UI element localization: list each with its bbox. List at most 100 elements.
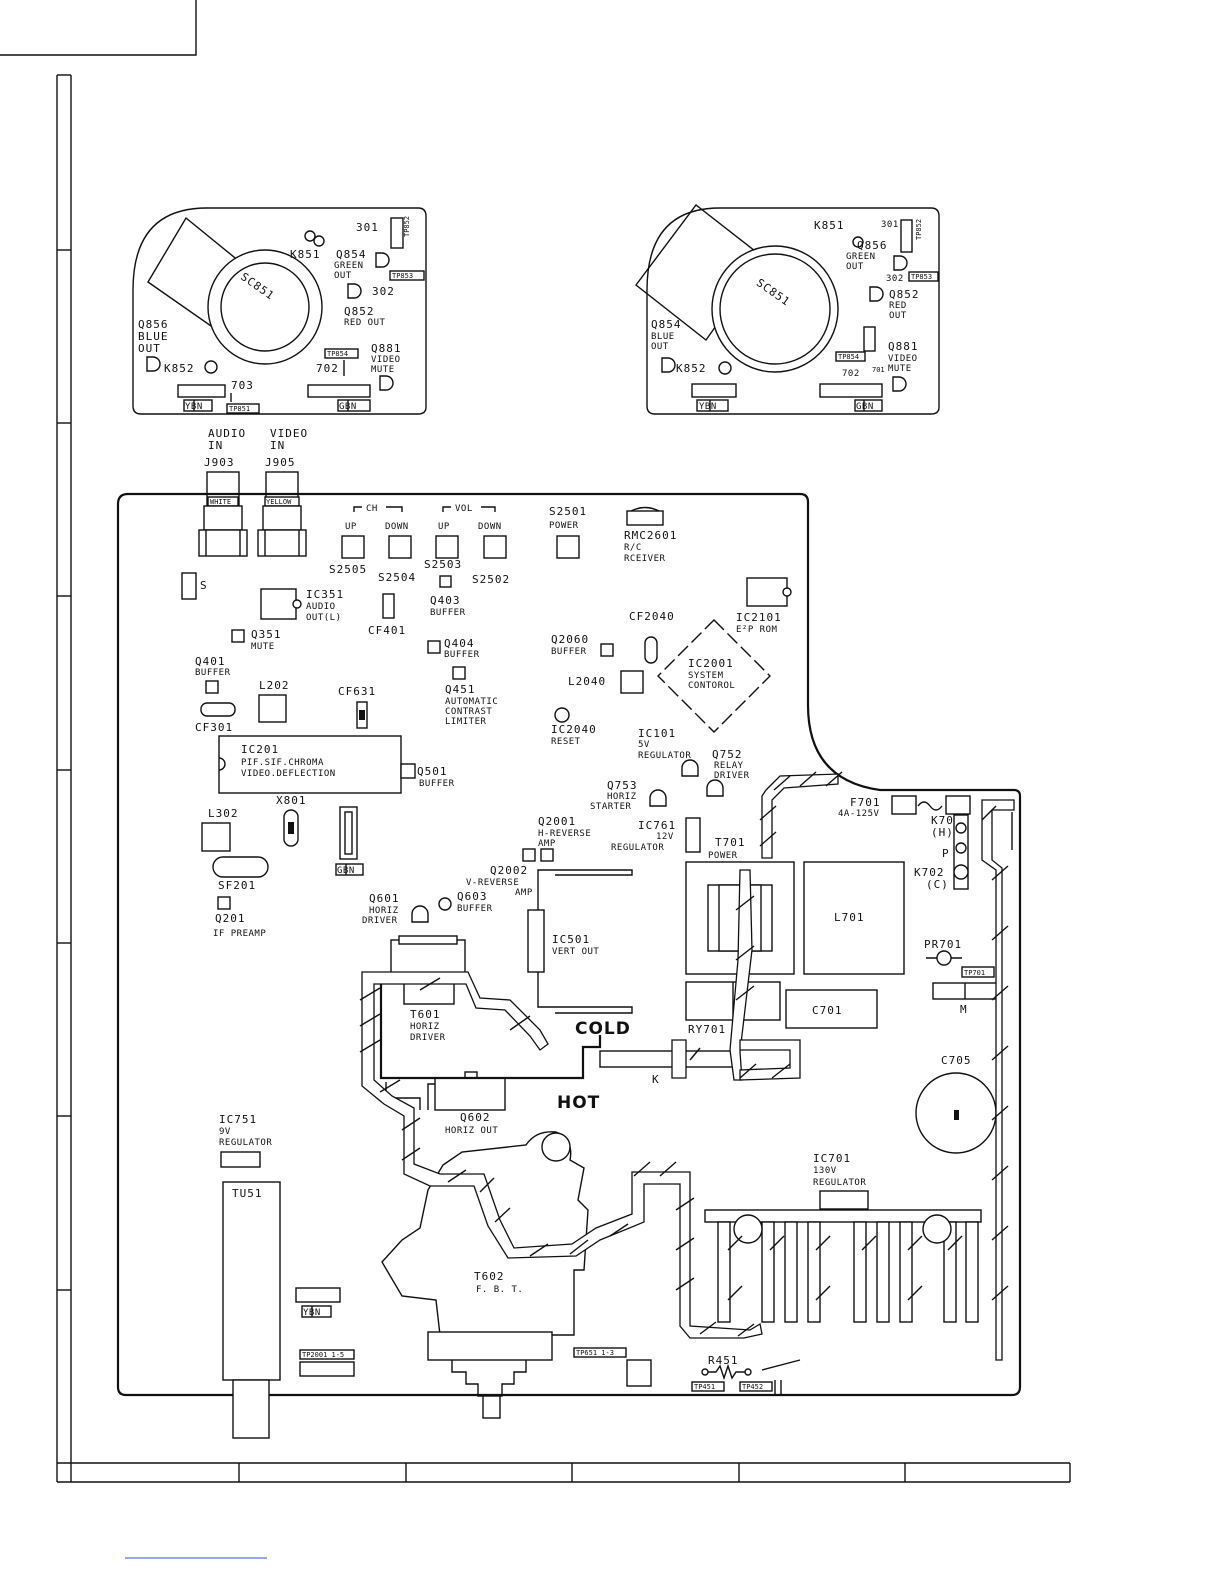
- component-label: R451: [708, 1354, 739, 1367]
- component-label: BUFFER: [551, 647, 587, 657]
- component-label: CONTRAST: [445, 707, 492, 717]
- component-label: UP: [438, 522, 450, 532]
- component-label: AMP: [515, 888, 533, 898]
- component-label: 702: [316, 362, 339, 375]
- component-label: IC2040: [551, 723, 597, 736]
- component-label: 703: [231, 379, 254, 392]
- component-label: CF2040: [629, 610, 675, 623]
- component-label: IC201: [241, 743, 279, 756]
- component-label: IC351: [306, 588, 344, 601]
- component-label: BUFFER: [457, 904, 493, 914]
- component-label: VIDEO: [270, 427, 308, 440]
- page-frame: [0, 0, 1071, 1559]
- component-label: WHITE: [210, 498, 231, 506]
- component-label: HORIZ OUT: [445, 1126, 498, 1136]
- switch-s2501: [556, 535, 580, 559]
- component-label: TP651 1-3: [576, 1349, 614, 1357]
- component-label: SF201: [218, 879, 256, 892]
- component-label: R/C: [624, 543, 642, 553]
- crt-socket: [207, 249, 323, 365]
- component-label: H-REVERSE: [538, 829, 591, 839]
- component-label: Q852: [344, 305, 375, 318]
- component-label: RELAY: [714, 761, 744, 771]
- component-label: BLUE: [138, 330, 169, 343]
- component-label: AUTOMATIC: [445, 697, 498, 707]
- component-label: PR701: [924, 938, 962, 951]
- component-label: E²P ROM: [736, 625, 778, 635]
- component-label: 302: [372, 285, 395, 298]
- component-label: Q881: [371, 342, 402, 355]
- component-label: REGULATOR: [638, 751, 691, 761]
- component-label: BUFFER: [419, 779, 455, 789]
- component-label: TU51: [232, 1187, 263, 1200]
- component-label: Q401: [195, 655, 226, 668]
- component-label: GREEN: [846, 252, 876, 262]
- component-label: K: [652, 1073, 660, 1086]
- component-label: TP452: [742, 1383, 763, 1391]
- component-label: S2502: [472, 573, 510, 586]
- component-label: 701: [872, 366, 885, 374]
- component-label: S2504: [378, 571, 416, 584]
- component-label: L2040: [568, 675, 606, 688]
- component-label: L302: [208, 807, 239, 820]
- front-switches: CH VOL UP DOWN UP DOWN S2501 POWER S2505…: [329, 504, 587, 588]
- component-label: IF PREAMP: [213, 929, 266, 939]
- component-label: DRIVER: [362, 916, 398, 926]
- switch-s2502: [483, 535, 507, 559]
- component-label: LIMITER: [445, 717, 487, 727]
- component-label: DOWN: [385, 522, 409, 532]
- component-label: YELLOW: [266, 498, 292, 506]
- component-label: IC101: [638, 727, 676, 740]
- component-label: 302: [886, 274, 904, 284]
- component-label: VERT OUT: [552, 947, 599, 957]
- component-label: (H): [931, 826, 954, 839]
- component-label: REGULATOR: [813, 1178, 866, 1188]
- component-label: T602: [474, 1270, 505, 1283]
- component-label: DOWN: [478, 522, 502, 532]
- component-label: IC2001: [688, 657, 734, 670]
- component-label: HORIZ: [410, 1022, 440, 1032]
- component-label: OUT: [651, 342, 669, 352]
- crt-board-right: SC851 K851 301 TP852 Q856 GREEN OUT 302 …: [635, 204, 940, 415]
- component-label: Q2001: [538, 815, 576, 828]
- component-label: Q602: [460, 1111, 491, 1124]
- component-label: GREEN: [334, 261, 364, 271]
- component-label: F. B. T.: [476, 1285, 523, 1295]
- component-label: P: [942, 847, 950, 860]
- component-label: CF631: [338, 685, 376, 698]
- component-label: BUFFER: [195, 668, 231, 678]
- component-label: OUT: [846, 262, 864, 272]
- component-label: TP2001 1-5: [302, 1351, 344, 1359]
- component-label: RED OUT: [344, 318, 386, 328]
- heatsink: [704, 1209, 982, 1323]
- component-label: MUTE: [251, 642, 275, 652]
- component-label: K702: [914, 866, 945, 879]
- component-label: CH: [366, 504, 378, 514]
- component-label: POWER: [549, 521, 579, 531]
- component-label: S2503: [424, 558, 462, 571]
- main-board-outline: [116, 492, 1022, 1397]
- component-label: AUDIO: [208, 427, 246, 440]
- component-label: RMC2601: [624, 529, 677, 542]
- component-label: GBN: [856, 402, 874, 412]
- component-label: HOT: [557, 1093, 600, 1113]
- component-label: Q2060: [551, 633, 589, 646]
- component-label: K852: [164, 362, 195, 375]
- component-label: IN: [208, 439, 223, 452]
- component-label: Q854: [651, 318, 682, 331]
- crt-board-left: SC851 TP852 301 K851 Q854 GREEN OUT TP85…: [132, 207, 427, 415]
- component-label: K851: [290, 248, 321, 261]
- component-label: J905: [265, 456, 296, 469]
- component-label: S2501: [549, 505, 587, 518]
- component-label: TP852: [403, 216, 411, 237]
- component-label: 9V: [219, 1127, 231, 1137]
- upper-components: RMC2601 R/C RCEIVER S IC351 AUDIO OUT(L)…: [181, 506, 792, 812]
- component-label: IC501: [552, 933, 590, 946]
- component-label: S2505: [329, 563, 367, 576]
- component-label: VIDEO.DEFLECTION: [241, 769, 336, 779]
- component-label: Q852: [889, 288, 920, 301]
- component-label: TP853: [392, 272, 413, 280]
- component-label: IN: [270, 439, 285, 452]
- component-label: OUT: [138, 342, 161, 355]
